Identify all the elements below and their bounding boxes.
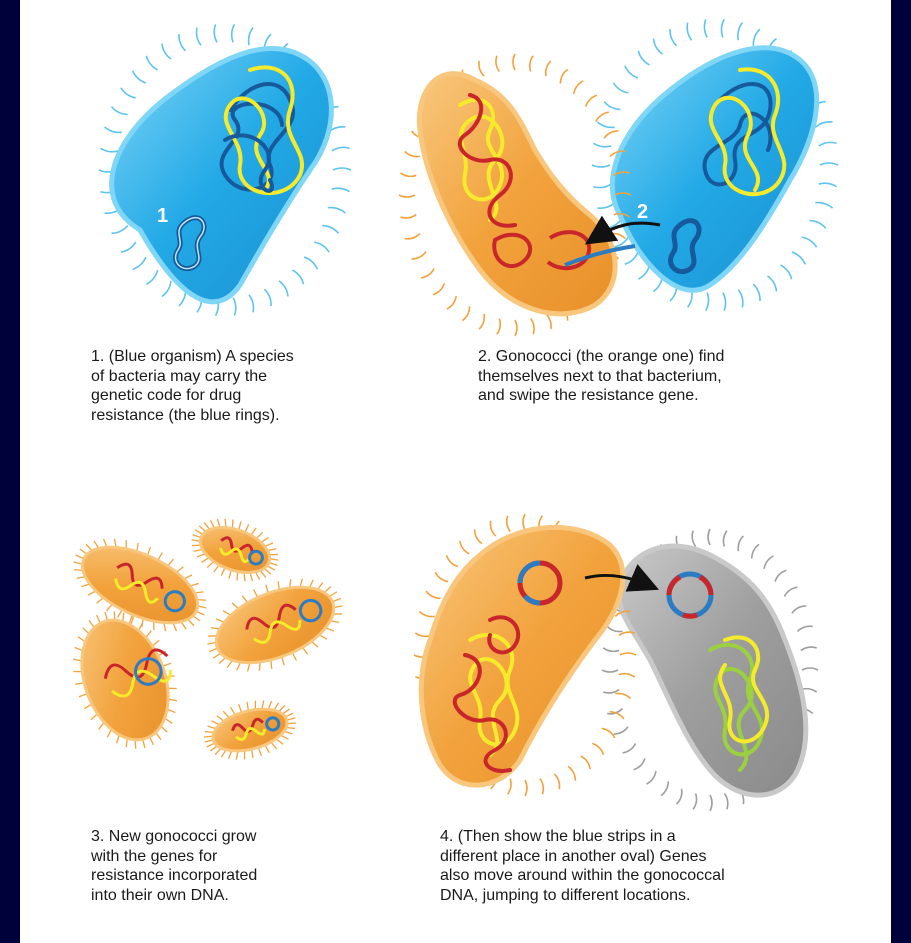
orange-gonococcus-2 <box>399 54 635 336</box>
orange-gonococcus-4 <box>414 514 636 796</box>
blue-bacterium-1: 1 <box>99 24 351 315</box>
diagram-panel: 1 2 <box>20 0 891 943</box>
caption-step-3: 3. New gonococci grow with the genes for… <box>91 827 257 905</box>
caption-step-1: 1. (Blue organism) A species of bacteria… <box>91 347 294 425</box>
diagram-art: 1 2 <box>20 0 891 943</box>
blue-bacterium-2: 2 <box>592 19 838 310</box>
gonococci-colony <box>55 507 356 769</box>
gray-bacterium-4 <box>602 529 818 811</box>
step-number-1: 1 <box>157 205 168 227</box>
step-number-2: 2 <box>637 201 648 223</box>
caption-step-4: 4. (Then show the blue strips in a diffe… <box>440 827 725 905</box>
caption-step-2: 2. Gonococci (the orange one) find thems… <box>478 347 724 406</box>
